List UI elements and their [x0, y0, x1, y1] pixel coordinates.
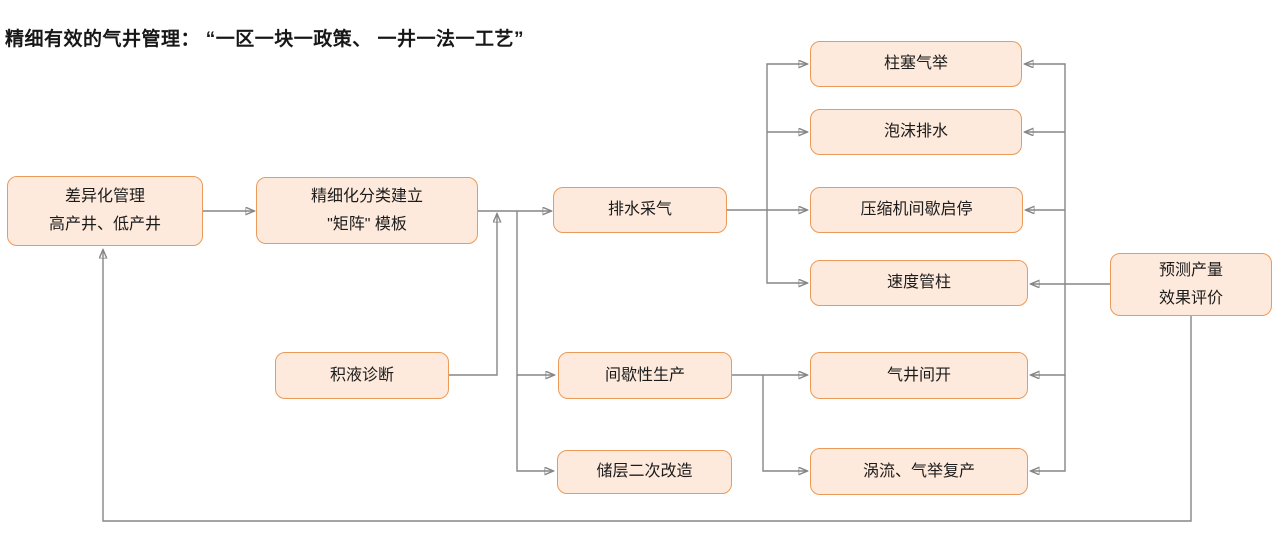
node-differentiated-management[interactable]: 差异化管理 高产井、低产井	[7, 176, 203, 246]
node-drainage-gas-recovery[interactable]: 排水采气	[553, 187, 727, 233]
diagram-title: 精细有效的气井管理： “一区一块一政策、 一井一法一工艺”	[5, 29, 525, 50]
connector-n13-n7	[1025, 64, 1066, 284]
connector-n13-n11	[1031, 284, 1066, 375]
node-production-forecast-evaluation[interactable]: 预测产量 效果评价	[1110, 253, 1272, 316]
node-gas-well-intermittent-opening[interactable]: 气井间开	[810, 352, 1028, 399]
node-compressor-intermittent-startstop[interactable]: 压缩机间歇启停	[810, 187, 1023, 233]
node-velocity-string[interactable]: 速度管柱	[810, 260, 1028, 306]
connector-n5-n12	[762, 375, 807, 471]
connector-branch-n6	[516, 375, 553, 471]
connector-n4-n10	[766, 210, 807, 283]
connector-n4-n7	[766, 64, 807, 210]
node-intermittent-production[interactable]: 间歇性生产	[558, 352, 732, 399]
node-plunger-gas-lift[interactable]: 柱塞气举	[810, 41, 1022, 87]
node-vortex-gas-lift-restoration[interactable]: 涡流、气举复产	[810, 448, 1028, 495]
node-foam-drainage[interactable]: 泡沫排水	[810, 109, 1022, 155]
node-reservoir-restimulation[interactable]: 储层二次改造	[557, 450, 732, 494]
node-matrix-template[interactable]: 精细化分类建立 "矩阵" 模板	[256, 177, 478, 244]
node-liquid-loading-diagnosis[interactable]: 积液诊断	[275, 352, 449, 399]
connector-branch-n5	[516, 211, 554, 375]
connector-n13-n12	[1031, 375, 1066, 471]
